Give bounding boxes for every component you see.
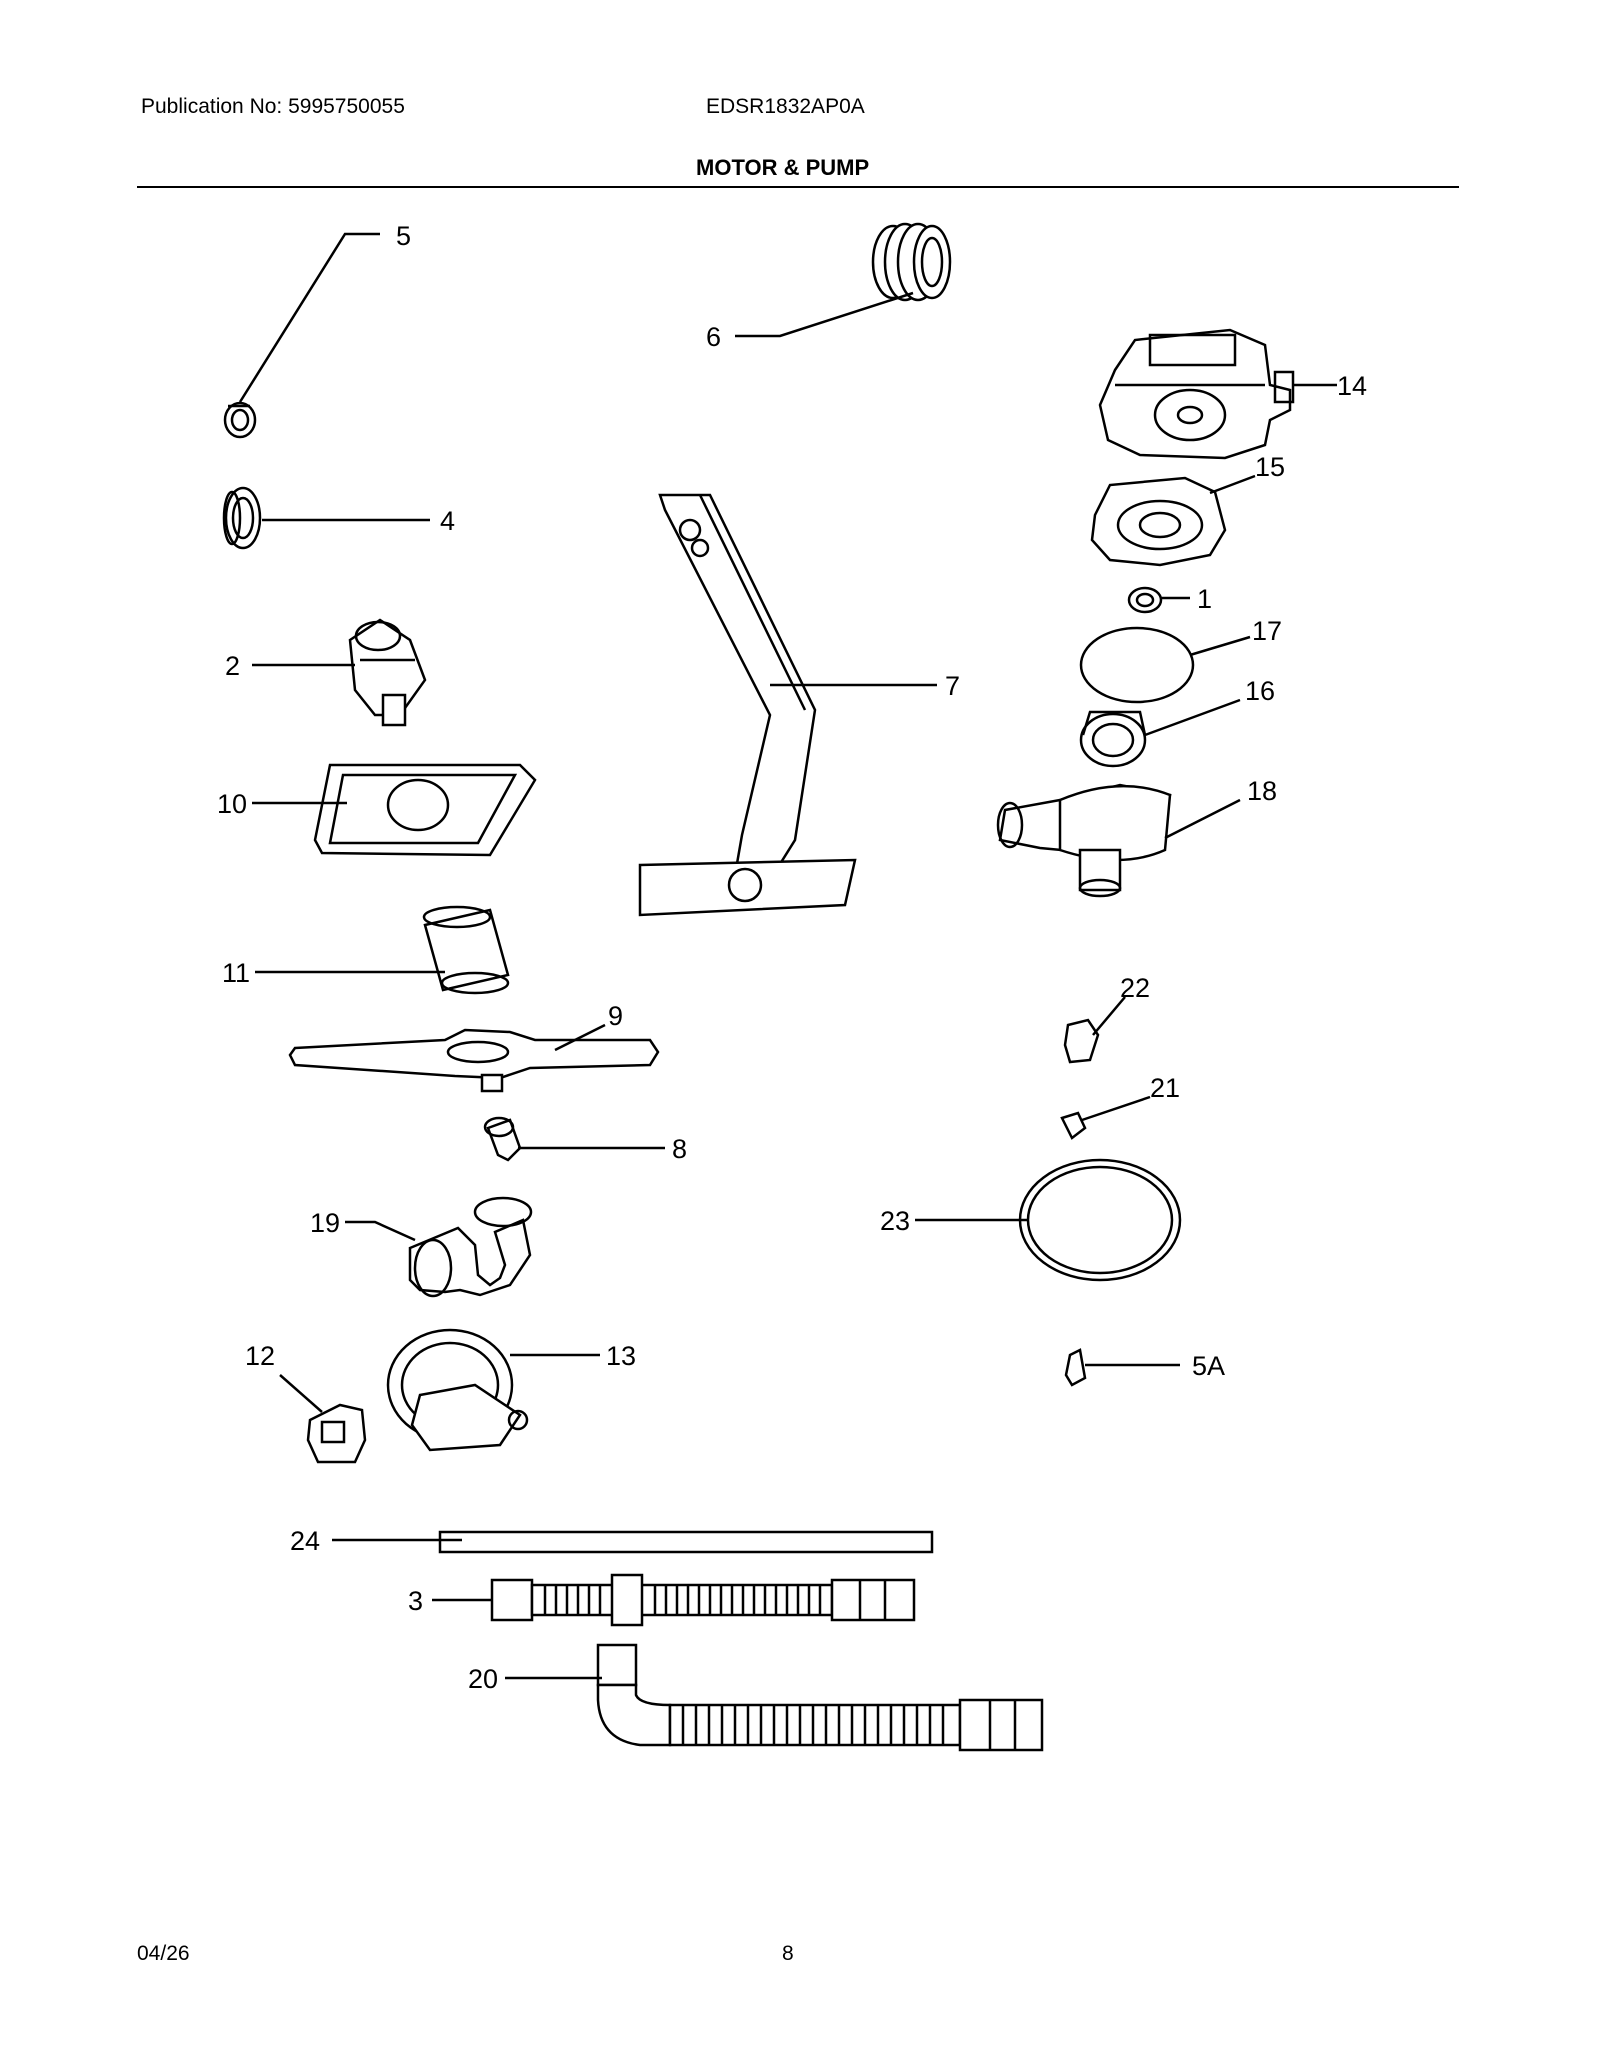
callout-8: 8 (672, 1134, 687, 1164)
callout-14: 14 (1337, 371, 1367, 401)
leader-15 (1209, 474, 1256, 495)
footer-date: 04/26 (137, 1942, 190, 1965)
leader-18 (1164, 798, 1241, 840)
header-rule (137, 186, 1459, 188)
callout-9: 9 (608, 1001, 623, 1031)
part-12-drain-pump (306, 1403, 367, 1464)
callout-17: 17 (1252, 616, 1282, 646)
part-18-pump-housing (996, 783, 1172, 898)
part-5a-bracket (1064, 1348, 1087, 1387)
part-21-fastener (1060, 1111, 1087, 1140)
part-1-seal (1127, 586, 1163, 614)
leader-19 (345, 1220, 416, 1242)
callout-3: 3 (408, 1586, 423, 1616)
part-2-filter-housing (348, 618, 427, 727)
callout-23: 23 (880, 1206, 910, 1236)
part-9-spray-arm (288, 1028, 660, 1093)
callout-15: 15 (1255, 452, 1285, 482)
callout-5: 5 (396, 221, 411, 251)
part-7-feed-tube (638, 493, 857, 917)
part-17-o-ring (1079, 626, 1195, 704)
part-13-sump (386, 1328, 529, 1452)
part-22-clip (1063, 1018, 1100, 1064)
callout-5a: 5A (1192, 1351, 1225, 1381)
part-16-impeller (1079, 710, 1147, 768)
leader-17 (1189, 635, 1251, 657)
callout-20: 20 (468, 1664, 498, 1694)
callout-12: 12 (245, 1341, 275, 1371)
callout-11: 11 (222, 958, 250, 988)
callout-4: 4 (440, 506, 455, 536)
part-6-bellows (871, 222, 952, 302)
callout-16: 16 (1245, 676, 1275, 706)
callout-21: 21 (1150, 1073, 1180, 1103)
leader-16 (1144, 698, 1241, 737)
part-3-hose (490, 1573, 916, 1627)
publication-number: Publication No: 5995750055 (141, 95, 405, 118)
leader-21 (1081, 1095, 1151, 1122)
part-5-cap (223, 401, 257, 439)
part-24-tube (438, 1530, 934, 1554)
model-number: EDSR1832AP0A (706, 95, 865, 118)
leader-22 (1092, 996, 1126, 1036)
page-number: 8 (782, 1942, 794, 1965)
leader-9 (554, 1023, 606, 1052)
part-11-filter-cylinder (422, 905, 510, 995)
callout-10: 10 (217, 789, 247, 819)
callout-24: 24 (290, 1526, 320, 1556)
leader-5 (238, 232, 380, 403)
leader-12 (279, 1374, 323, 1413)
part-15-pump-cover (1090, 476, 1227, 567)
leader-6 (735, 291, 914, 338)
part-20-drain-hose (596, 1643, 1044, 1752)
callout-22: 22 (1120, 973, 1150, 1003)
callout-6: 6 (706, 322, 721, 352)
callout-1: 1 (1197, 584, 1212, 614)
part-8-nut (483, 1116, 522, 1162)
part-10-filter-plate (313, 763, 537, 857)
part-23-gasket (1018, 1158, 1182, 1282)
page-title: MOTOR & PUMP (696, 155, 870, 180)
callout-19: 19 (310, 1208, 340, 1238)
part-19-elbow (408, 1196, 533, 1298)
part-4-seal (222, 486, 262, 550)
callout-18: 18 (1247, 776, 1277, 806)
callout-7: 7 (945, 671, 960, 701)
callout-13: 13 (606, 1341, 636, 1371)
part-14-motor (1098, 328, 1295, 460)
callout-2: 2 (225, 651, 240, 681)
